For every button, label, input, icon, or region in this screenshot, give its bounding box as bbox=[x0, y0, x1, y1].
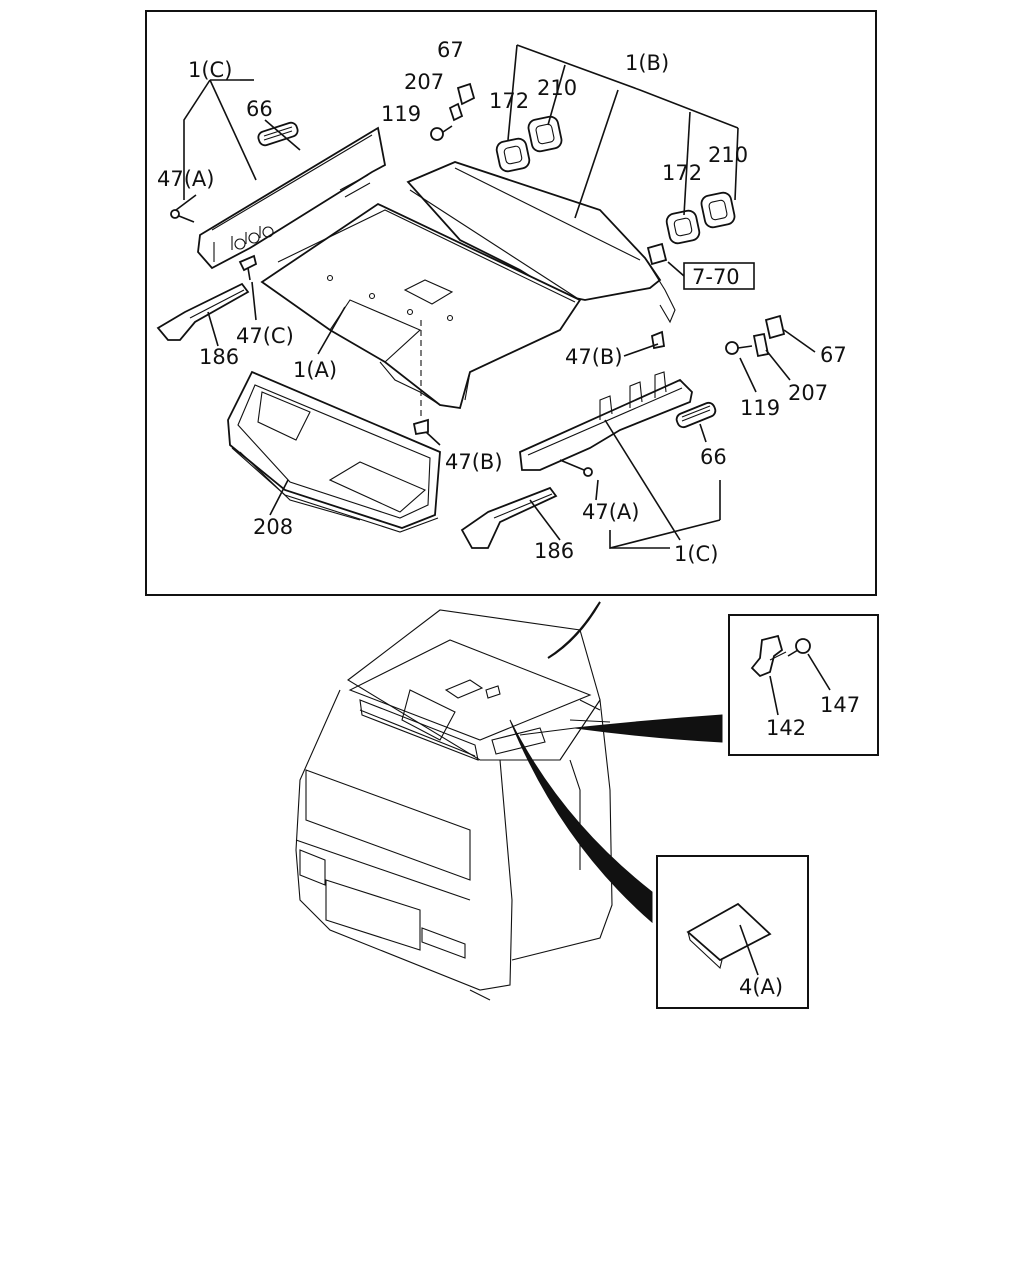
rear-shelf-panel bbox=[406, 161, 676, 324]
leader-147 bbox=[807, 653, 831, 691]
label-1c-top: 1(C) bbox=[188, 58, 232, 82]
label-66-top: 66 bbox=[246, 97, 273, 121]
screw-47c bbox=[238, 254, 258, 281]
pointer-inset-142-147-line bbox=[519, 727, 576, 736]
screw-47a-right bbox=[559, 459, 593, 477]
label-208: 208 bbox=[253, 515, 293, 539]
label-7-70: 7-70 bbox=[692, 265, 740, 289]
label-47a-left: 47(A) bbox=[157, 167, 214, 191]
label-1a: 1(A) bbox=[293, 358, 337, 382]
pointer-inset-4a bbox=[509, 719, 653, 924]
label-47b-center: 47(B) bbox=[445, 450, 503, 474]
part-66-left bbox=[257, 121, 299, 147]
inset-142-147-parts bbox=[750, 634, 811, 678]
screw-47b-right bbox=[650, 330, 666, 350]
bracket-186-left bbox=[156, 282, 250, 341]
grommets-172-210-top bbox=[495, 115, 563, 173]
pointer-inset-142-147 bbox=[574, 714, 723, 743]
shelf-bracket-left bbox=[197, 126, 387, 270]
box-7-70 bbox=[683, 262, 755, 290]
parts-67-207-119-top bbox=[430, 82, 476, 141]
screw-47b-center bbox=[412, 320, 429, 436]
truck-cab bbox=[295, 609, 613, 1001]
label-67-top: 67 bbox=[437, 38, 464, 62]
label-207-right: 207 bbox=[788, 381, 828, 405]
label-172-right: 172 bbox=[662, 161, 702, 185]
label-47a-right: 47(A) bbox=[582, 500, 639, 524]
grommets-172-210-right bbox=[665, 191, 736, 245]
label-142: 142 bbox=[766, 716, 806, 740]
label-119-right: 119 bbox=[740, 396, 780, 420]
lower-tray-208 bbox=[227, 370, 441, 533]
part-66-right bbox=[675, 401, 717, 429]
inset-142-147-frame bbox=[728, 614, 879, 756]
label-207-top: 207 bbox=[404, 70, 444, 94]
label-1b: 1(B) bbox=[625, 51, 669, 75]
screw-47a-left bbox=[170, 209, 195, 223]
clip-7-70 bbox=[646, 242, 668, 266]
inset-4a-part bbox=[686, 902, 772, 970]
label-66-right: 66 bbox=[700, 445, 727, 469]
label-172-left: 172 bbox=[489, 89, 529, 113]
label-47c: 47(C) bbox=[236, 324, 294, 348]
label-67-right: 67 bbox=[820, 343, 847, 367]
main-shelf-panel bbox=[260, 202, 582, 410]
label-186-right: 186 bbox=[534, 539, 574, 563]
label-210-left: 210 bbox=[537, 76, 577, 100]
label-210-right: 210 bbox=[708, 143, 748, 167]
label-119-top: 119 bbox=[381, 102, 421, 126]
label-4a: 4(A) bbox=[739, 975, 783, 999]
label-147: 147 bbox=[820, 693, 860, 717]
parts-67-207-119-right bbox=[725, 314, 786, 358]
pointer-main-to-cab bbox=[547, 601, 601, 659]
leader-4a bbox=[739, 924, 759, 976]
label-47b-right: 47(B) bbox=[565, 345, 623, 369]
leader-lines bbox=[175, 44, 816, 550]
inset-4a-frame bbox=[656, 855, 809, 1009]
leader-142 bbox=[769, 675, 779, 716]
label-186-left: 186 bbox=[199, 345, 239, 369]
label-1c-bottom: 1(C) bbox=[674, 542, 718, 566]
main-frame bbox=[145, 10, 877, 596]
